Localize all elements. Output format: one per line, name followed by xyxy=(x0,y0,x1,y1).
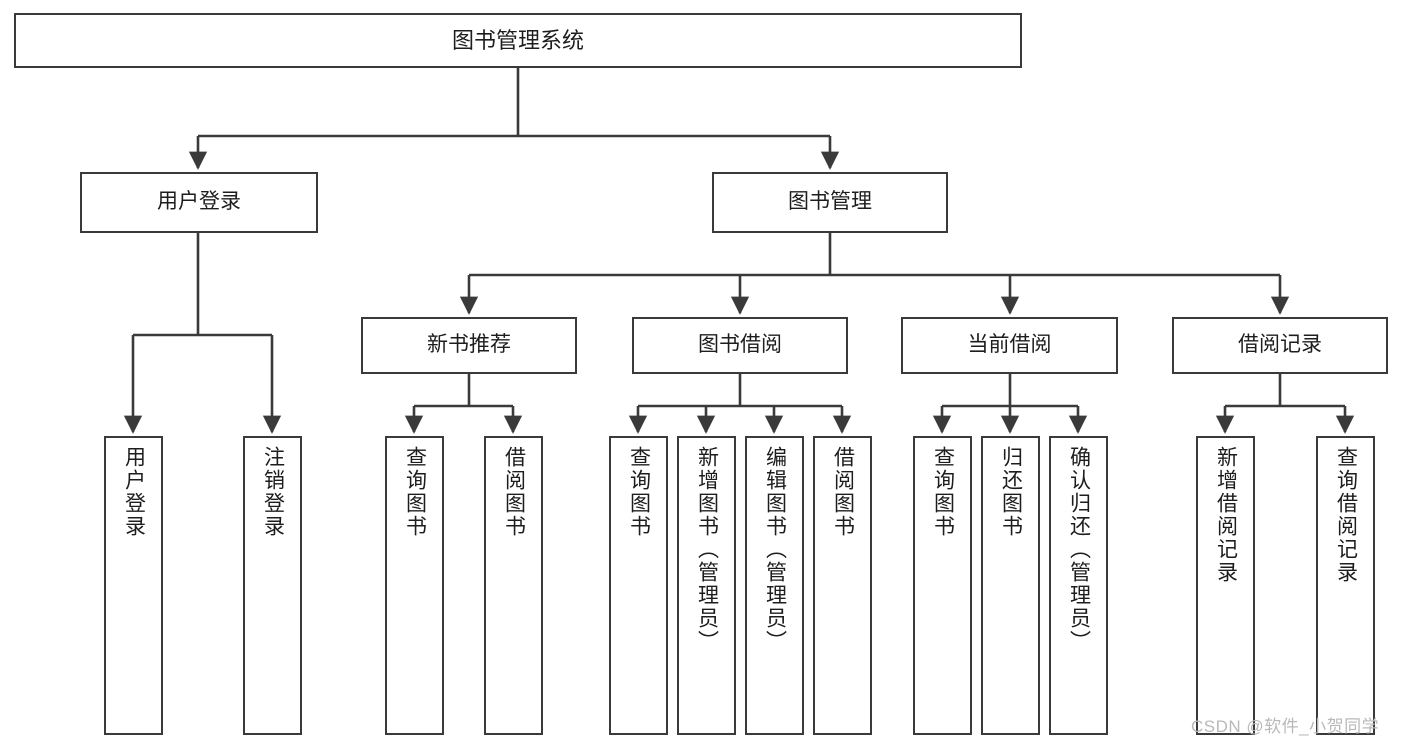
node-label: 查询图书 xyxy=(931,446,955,538)
node-label: 新增图书（管理员） xyxy=(695,446,719,653)
node-leaf-new-book-borrow[interactable]: 借阅图书 xyxy=(484,436,543,735)
node-label: 用户登录 xyxy=(157,190,241,214)
node-book-borrowing[interactable]: 图书借阅 xyxy=(632,317,848,374)
node-label: 当前借阅 xyxy=(967,333,1052,357)
node-leaf-book-borrow-edit[interactable]: 编辑图书（管理员） xyxy=(745,436,804,735)
node-leaf-book-borrow-add[interactable]: 新增图书（管理员） xyxy=(677,436,736,735)
node-leaf-current-borrow-confirm-return[interactable]: 确认归还（管理员） xyxy=(1049,436,1108,735)
node-label: 新增借阅记录 xyxy=(1214,446,1238,584)
node-leaf-book-borrow-borrow[interactable]: 借阅图书 xyxy=(813,436,872,735)
node-leaf-new-book-query[interactable]: 查询图书 xyxy=(385,436,444,735)
node-label: 图书借阅 xyxy=(698,333,782,357)
node-label: 用户登录 xyxy=(122,446,146,538)
node-label: 借阅记录 xyxy=(1238,333,1322,357)
node-leaf-user-login-signin[interactable]: 用户登录 xyxy=(104,436,163,735)
node-label: 查询图书 xyxy=(403,446,427,538)
node-leaf-borrow-record-query[interactable]: 查询借阅记录 xyxy=(1316,436,1375,735)
node-label: 图书管理系统 xyxy=(451,27,584,53)
node-label: 编辑图书（管理员） xyxy=(763,446,787,653)
node-label: 借阅图书 xyxy=(831,446,855,538)
node-leaf-current-borrow-return[interactable]: 归还图书 xyxy=(981,436,1040,735)
node-new-book-recommendation[interactable]: 新书推荐 xyxy=(361,317,577,374)
node-label: 查询图书 xyxy=(627,446,651,538)
node-leaf-user-login-signout[interactable]: 注销登录 xyxy=(243,436,302,735)
csdn-watermark: CSDN @软件_小贺同学 xyxy=(1191,717,1380,736)
node-label: 注销登录 xyxy=(261,446,285,538)
node-user-login[interactable]: 用户登录 xyxy=(80,172,318,233)
node-book-management[interactable]: 图书管理 xyxy=(712,172,948,233)
node-label: 确认归还（管理员） xyxy=(1067,446,1091,653)
node-leaf-book-borrow-query[interactable]: 查询图书 xyxy=(609,436,668,735)
node-label: 归还图书 xyxy=(999,446,1023,538)
node-borrowing-record[interactable]: 借阅记录 xyxy=(1172,317,1388,374)
node-leaf-current-borrow-query[interactable]: 查询图书 xyxy=(913,436,972,735)
node-root-book-management-system[interactable]: 图书管理系统 xyxy=(14,13,1022,68)
node-label: 图书管理 xyxy=(788,190,872,214)
node-label: 借阅图书 xyxy=(502,446,526,538)
node-label: 查询借阅记录 xyxy=(1334,446,1358,584)
node-label: 新书推荐 xyxy=(427,333,511,357)
node-leaf-borrow-record-add[interactable]: 新增借阅记录 xyxy=(1196,436,1255,735)
node-current-borrowing[interactable]: 当前借阅 xyxy=(901,317,1118,374)
